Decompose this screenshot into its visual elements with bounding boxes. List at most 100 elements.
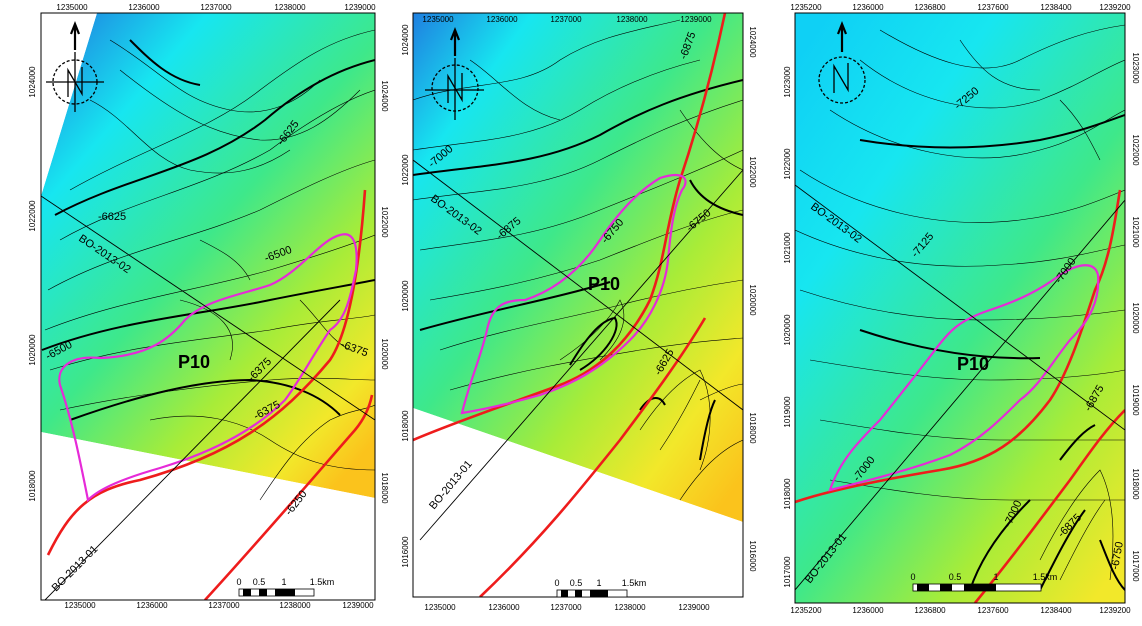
svg-text:1022000: 1022000: [748, 156, 757, 188]
svg-text:1021000: 1021000: [783, 232, 792, 264]
axis-ticks-bottom: 1235000 1236000 1237000 1238000 1239000: [424, 603, 710, 612]
map-frame: [40, 12, 376, 601]
svg-text:1237000: 1237000: [550, 603, 582, 612]
svg-text:1238000: 1238000: [614, 603, 646, 612]
svg-text:1020000: 1020000: [380, 338, 389, 370]
svg-text:0: 0: [236, 577, 241, 587]
axis-ticks-top: 1235000 1236000 1237000 1238000 1239000: [422, 15, 712, 24]
no-data-area: [41, 13, 97, 196]
scale-bar: 0 0.5 1 1.5km: [910, 572, 1058, 592]
svg-text:1022000: 1022000: [1131, 134, 1140, 166]
svg-text:1019000: 1019000: [1131, 384, 1140, 416]
svg-text:1237600: 1237600: [977, 606, 1009, 615]
svg-text:1.5km: 1.5km: [622, 578, 647, 588]
svg-text:1017000: 1017000: [1131, 550, 1140, 582]
axis-ticks-top: 1235200 1236000 1236800 1237600 1238400 …: [790, 3, 1131, 12]
svg-text:1239200: 1239200: [1099, 606, 1131, 615]
seismic-profile-bo-2013-01: [44, 299, 341, 600]
seismic-profile-bo-2013-02: [41, 195, 375, 421]
seismic-profile-bo-2013-01: [419, 169, 743, 541]
svg-text:1235200: 1235200: [790, 3, 822, 12]
svg-text:1235200: 1235200: [790, 606, 822, 615]
svg-text:1236800: 1236800: [914, 3, 946, 12]
contour-lines-index: [413, 79, 743, 461]
svg-text:1024000: 1024000: [401, 24, 410, 56]
north-arrow-icon: [818, 21, 866, 104]
svg-text:1: 1: [596, 578, 601, 588]
svg-text:0: 0: [910, 572, 915, 582]
contour-lines: [44, 29, 375, 501]
svg-text:1022000: 1022000: [401, 154, 410, 186]
axis-ticks-left: 1024000 1022000 1020000 1018000: [28, 66, 37, 502]
fault-line: [204, 394, 374, 600]
scale-bar: 0 0.5 1 1.5km: [554, 578, 647, 598]
fault-line: [973, 409, 1125, 603]
svg-text:1235000: 1235000: [64, 601, 96, 610]
svg-text:1021000: 1021000: [1131, 216, 1140, 248]
seismic-profile-bo-2013-02: [795, 184, 1125, 431]
svg-text:1: 1: [993, 572, 998, 582]
svg-text:0.5: 0.5: [570, 578, 583, 588]
svg-text:1023000: 1023000: [783, 66, 792, 98]
axis-ticks-right: 1023000 1022000 1021000 1020000 1019000 …: [1131, 52, 1140, 582]
map-surface: [41, 13, 375, 498]
svg-text:0.5: 0.5: [253, 577, 266, 587]
svg-text:1239000: 1239000: [344, 3, 376, 12]
svg-text:1020000: 1020000: [28, 334, 37, 366]
svg-text:1237000: 1237000: [200, 3, 232, 12]
map-panel-middle: -6875 -7000 -6875 -6750 -6750 -6625 BO-2…: [401, 12, 757, 612]
svg-text:1236800: 1236800: [914, 606, 946, 615]
fault-line: [479, 317, 707, 597]
svg-text:1018000: 1018000: [380, 472, 389, 504]
seismic-profile-bo-2013-01: [795, 199, 1125, 591]
svg-text:1238000: 1238000: [279, 601, 311, 610]
map-panel-left: -6625 -6625 -6500 -6500 -6375 -6375 -637…: [28, 3, 389, 610]
map-panel-right: -7250 -7125 -7000 -7000 -6875 -7000 -687…: [783, 3, 1140, 615]
svg-text:1.5km: 1.5km: [310, 577, 335, 587]
svg-text:1018000: 1018000: [783, 478, 792, 510]
svg-text:1236000: 1236000: [488, 603, 520, 612]
svg-text:1238400: 1238400: [1040, 3, 1072, 12]
prospect-label: P10: [178, 352, 210, 372]
svg-text:1024000: 1024000: [380, 80, 389, 112]
axis-ticks-bottom: 1235200 1236000 1236800 1237600 1238400 …: [790, 606, 1131, 615]
svg-text:1239000: 1239000: [342, 601, 374, 610]
svg-text:1020000: 1020000: [1131, 302, 1140, 334]
svg-text:1238400: 1238400: [1040, 606, 1072, 615]
svg-text:0.5: 0.5: [949, 572, 962, 582]
svg-text:1238000: 1238000: [274, 3, 306, 12]
svg-text:1: 1: [281, 577, 286, 587]
north-arrow-icon: [425, 27, 484, 120]
svg-text:1022000: 1022000: [783, 148, 792, 180]
svg-text:1237600: 1237600: [977, 3, 1009, 12]
prospect-outline: [460, 174, 687, 415]
prospect-outline: [828, 264, 1100, 492]
svg-text:1236000: 1236000: [852, 606, 884, 615]
axis-ticks-top: 1235000 1236000 1237000 1238000 1239000: [56, 3, 376, 12]
svg-text:1018000: 1018000: [1131, 468, 1140, 500]
contour-label: -6750: [1109, 541, 1126, 571]
svg-text:1019000: 1019000: [783, 396, 792, 428]
svg-text:1238000: 1238000: [616, 15, 648, 24]
svg-text:1237000: 1237000: [550, 15, 582, 24]
svg-text:1017000: 1017000: [783, 556, 792, 588]
prospect-outline: [58, 233, 358, 503]
svg-text:1024000: 1024000: [748, 26, 757, 58]
svg-text:1239000: 1239000: [678, 603, 710, 612]
north-arrow-icon: [46, 21, 104, 112]
axis-ticks-left: 1023000 1022000 1021000 1020000 1019000 …: [783, 66, 792, 588]
contour-label: -6625: [98, 211, 126, 223]
seismic-profile-bo-2013-02: [413, 159, 743, 411]
axis-ticks-right: 1024000 1022000 1020000 1018000: [380, 80, 389, 504]
svg-text:1016000: 1016000: [748, 540, 757, 572]
svg-text:1.5km: 1.5km: [1033, 572, 1058, 582]
no-data-area: [41, 432, 375, 600]
svg-text:1236000: 1236000: [128, 3, 160, 12]
svg-text:1024000: 1024000: [28, 66, 37, 98]
svg-text:1020000: 1020000: [401, 280, 410, 312]
svg-text:1023000: 1023000: [1131, 52, 1140, 84]
svg-text:1016000: 1016000: [401, 536, 410, 568]
svg-text:1018000: 1018000: [28, 470, 37, 502]
svg-text:1236000: 1236000: [136, 601, 168, 610]
